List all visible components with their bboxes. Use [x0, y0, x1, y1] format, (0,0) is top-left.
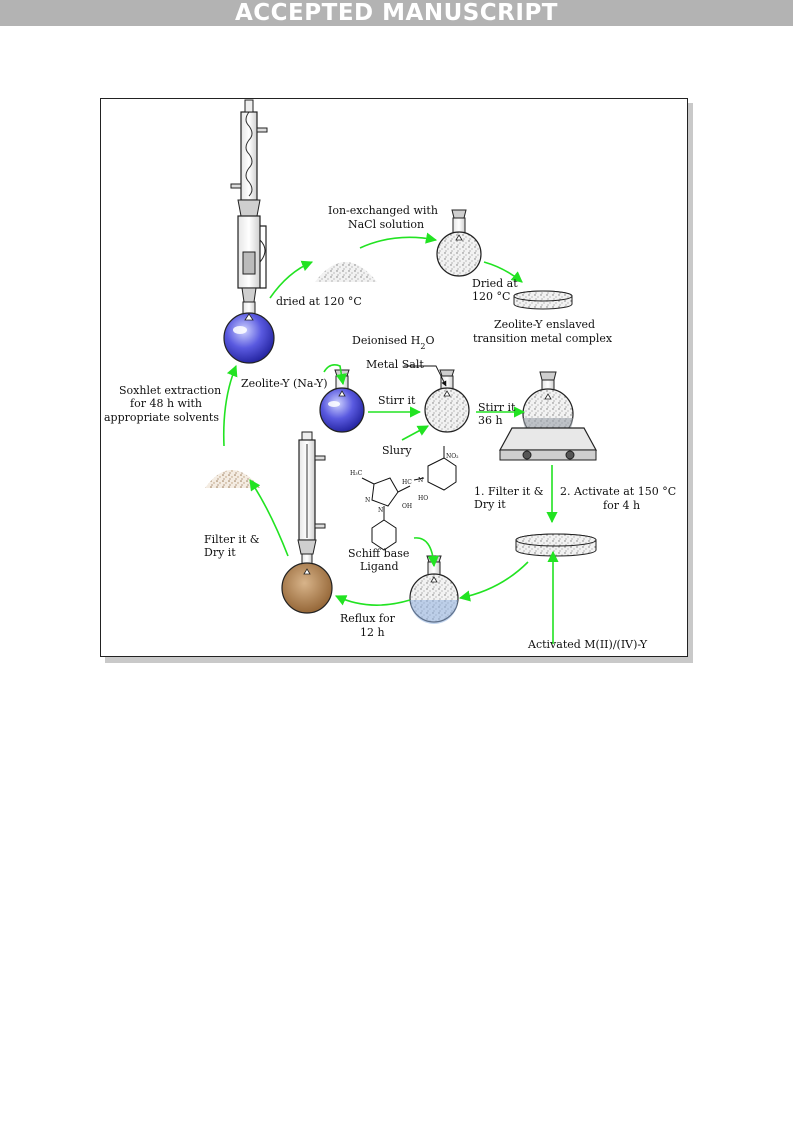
activation-petri-dish — [515, 533, 597, 557]
label-filter2-1: Filter it & — [204, 533, 260, 546]
arrow-ligand-to-reflux — [334, 595, 411, 606]
soxhlet-apparatus — [223, 99, 275, 364]
label-schiff-2: Ligand — [360, 560, 399, 573]
arrow-soxhlet-to-powder — [269, 260, 314, 299]
chem-n1: N — [418, 477, 423, 484]
label-deionised: Deionised H2O — [352, 334, 434, 351]
label-activated: Activated M(II)/(IV)-Y — [527, 638, 648, 651]
label-schiff-1: Schiff base — [348, 547, 409, 560]
label-stirr-2b: 36 h — [478, 414, 503, 427]
chem-no2: NO₂ — [446, 453, 459, 460]
label-soxhlet-1: Soxhlet extraction — [119, 384, 221, 397]
ion-exchange-flask — [436, 209, 482, 277]
label-stirr-2a: Stirr it — [478, 401, 516, 414]
brown-powder-pile — [205, 470, 260, 488]
zeolite-powder-pile-top — [315, 262, 377, 282]
label-soxhlet-2: for 48 h with — [130, 397, 202, 410]
chem-hc: HC — [402, 479, 412, 486]
label-metal-salt: Metal Salt — [366, 358, 424, 371]
chem-ho: HO — [418, 495, 428, 502]
chem-h3c: H₃C — [350, 470, 363, 477]
arrow-metal-salt — [404, 365, 447, 387]
label-slury: Slury — [382, 444, 412, 457]
arrow-powder-to-soxhlet — [222, 364, 238, 447]
label-enslaved-1: Zeolite-Y enslaved — [494, 318, 595, 331]
arrow-slury — [401, 425, 429, 441]
arrow-reflux-to-powder — [249, 479, 289, 557]
label-filter2-2: Dry it — [204, 546, 236, 559]
arrow-water-in — [323, 364, 347, 386]
accepted-manuscript-banner: ACCEPTED MANUSCRIPT — [0, 0, 793, 26]
process-arrows — [222, 232, 559, 644]
chem-n2: N — [365, 497, 370, 504]
chem-oh: OH — [402, 503, 412, 510]
label-soxhlet-3: appropriate solvents — [104, 411, 219, 424]
label-dried-top-2: 120 °C — [472, 290, 510, 303]
label-ion-exchange-2: NaCl solution — [348, 218, 424, 231]
metal-salt-flask — [424, 369, 470, 433]
label-enslaved-2: transition metal complex — [473, 332, 613, 345]
ligand-flask — [409, 555, 459, 624]
arrow-ion-exchange-to-dish — [483, 261, 523, 283]
label-dried-120: dried at 120 °C — [276, 295, 362, 308]
label-filter1-2: Dry it — [474, 498, 506, 511]
label-activate-2: for 4 h — [603, 499, 640, 512]
magnetic-stirrer — [498, 371, 598, 461]
arrow-powder-to-ion-exchange — [359, 232, 438, 249]
arrow-ligand-in — [413, 537, 439, 568]
figure-frame — [100, 98, 688, 657]
zeolite-nay-flask — [319, 369, 365, 433]
chem-n3: N — [378, 507, 383, 514]
label-ion-exchange-1: Ion-exchanged with — [328, 204, 438, 217]
reflux-apparatus — [281, 431, 333, 614]
label-zeolite-y: Zeolite-Y (Na-Y) — [241, 377, 328, 390]
label-filter1-1: 1. Filter it & — [474, 485, 544, 498]
arrow-dish-to-ligand — [458, 561, 529, 602]
label-stirr-1: Stirr it — [378, 394, 416, 407]
schiff-base-structure — [361, 446, 457, 551]
label-dried-top-1: Dried at — [472, 277, 518, 290]
label-reflux-1: Reflux for — [340, 612, 396, 625]
label-activate-1: 2. Activate at 150 °C — [560, 485, 676, 498]
petri-dish-top — [513, 290, 573, 310]
label-reflux-2: 12 h — [360, 626, 385, 639]
